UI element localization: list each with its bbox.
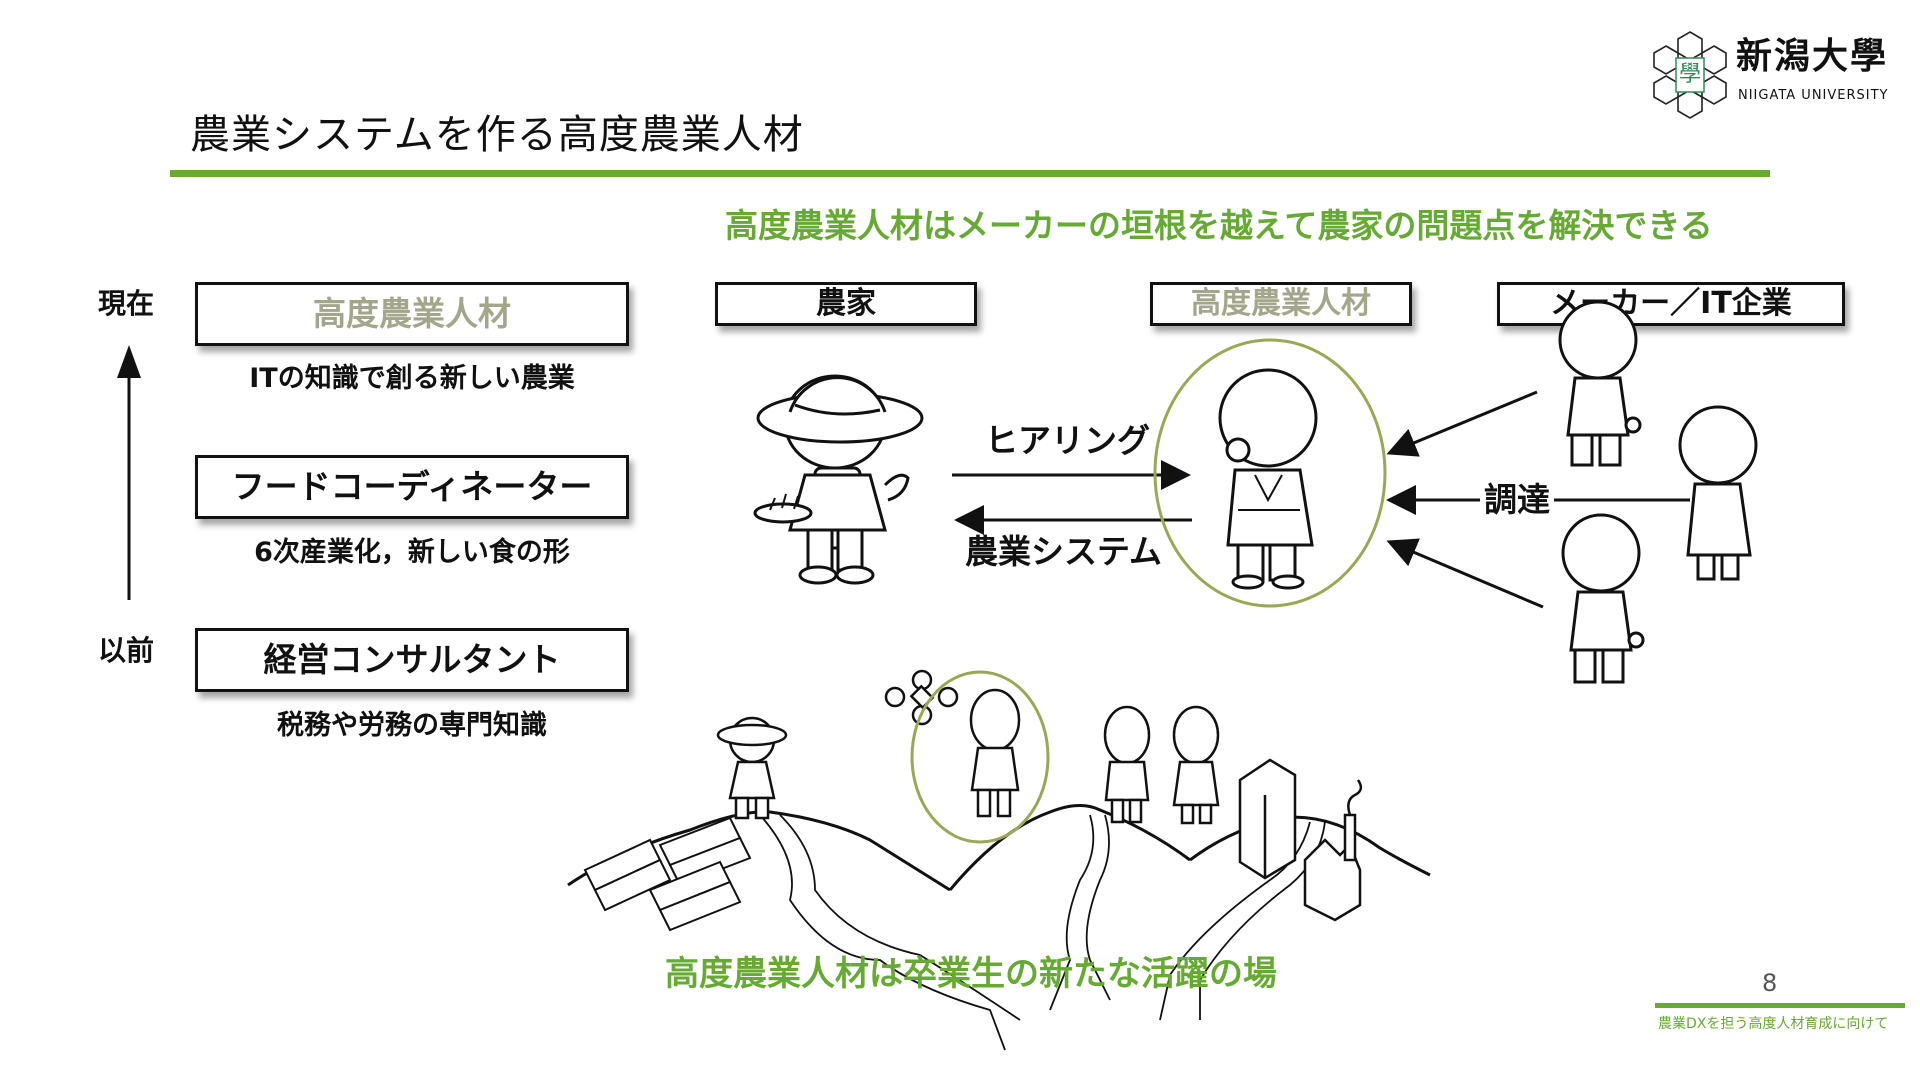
worker-figure-2 [1561, 513, 1645, 684]
farmer-figure [753, 374, 924, 585]
actor-label: 農家 [816, 285, 876, 321]
footer-text: 農業DXを担う高度人材育成に向けて [1658, 1016, 1889, 1032]
stage-title: フードコーディネーター [231, 467, 593, 507]
logo-name-jp: 新潟大學 [1736, 35, 1889, 77]
actor-box-farmer: 農家 [715, 282, 977, 326]
arrow-up-icon [117, 345, 141, 378]
actor-label: 高度農業人材 [1191, 285, 1371, 321]
bottom-caption: 高度農業人材は卒業生の新たな活躍の場 [665, 954, 1277, 994]
page-number: 8 [1762, 969, 1778, 997]
actor-box-maker: メーカー／IT企業 [1497, 282, 1845, 326]
stage-box-food-coordinator: フードコーディネーター [195, 455, 629, 519]
office-building-icon [1238, 758, 1297, 880]
worker-figure-1 [1558, 300, 1642, 467]
title-divider [170, 170, 1770, 177]
honeycomb-emblem-icon [1653, 31, 1727, 119]
stage-box-consultant: 経営コンサルタント [195, 628, 629, 692]
farm-plots [583, 816, 752, 932]
footer-divider [1655, 1003, 1905, 1008]
arrow-in-icon [1386, 390, 1538, 457]
stage-title: 経営コンサルタント [263, 640, 561, 680]
landscape [567, 804, 1431, 892]
river [759, 814, 1326, 1051]
specialist-figure [1218, 368, 1318, 590]
flow-label-procurement: 調達 [1480, 481, 1554, 519]
highlight-circle [1153, 338, 1387, 608]
drone-icon [884, 669, 959, 726]
stage-title: 高度農業人材 [313, 294, 511, 334]
page-title: 農業システムを作る高度農業人材 [190, 112, 804, 158]
stage-caption: ITの知識で創る新しい農業 [249, 363, 575, 394]
arrow-in-icon [1386, 538, 1544, 609]
stage-box-advanced-agri: 高度農業人材 [195, 282, 629, 346]
factory-icon [1303, 779, 1363, 922]
scientist-figure [1678, 405, 1758, 581]
stage-caption: 6次産業化，新しい食の形 [254, 537, 570, 568]
subtitle: 高度農業人材はメーカーの垣根を越えて農家の問題点を解決できる [725, 206, 1713, 245]
timeline-bottom-label: 以前 [98, 634, 155, 667]
university-logo: 學 新潟大學 NIIGATA UNIVERSITY [1650, 30, 1920, 120]
actor-label: メーカー／IT企業 [1550, 285, 1792, 321]
flow-label-hearing: ヒアリング [985, 421, 1150, 460]
actor-box-specialist: 高度農業人材 [1150, 282, 1412, 326]
stage-caption: 税務や労務の専門知識 [277, 710, 547, 741]
emblem-char: 學 [1678, 62, 1701, 87]
small-worker-figures [1103, 705, 1220, 825]
timeline-top-label: 現在 [98, 287, 155, 320]
small-specialist-figure [969, 688, 1021, 818]
flow-label-system: 農業システム [965, 532, 1163, 571]
small-highlight-circle [910, 670, 1050, 844]
logo-name-en: NIIGATA UNIVERSITY [1738, 88, 1889, 103]
small-farmer-figure [716, 716, 788, 820]
